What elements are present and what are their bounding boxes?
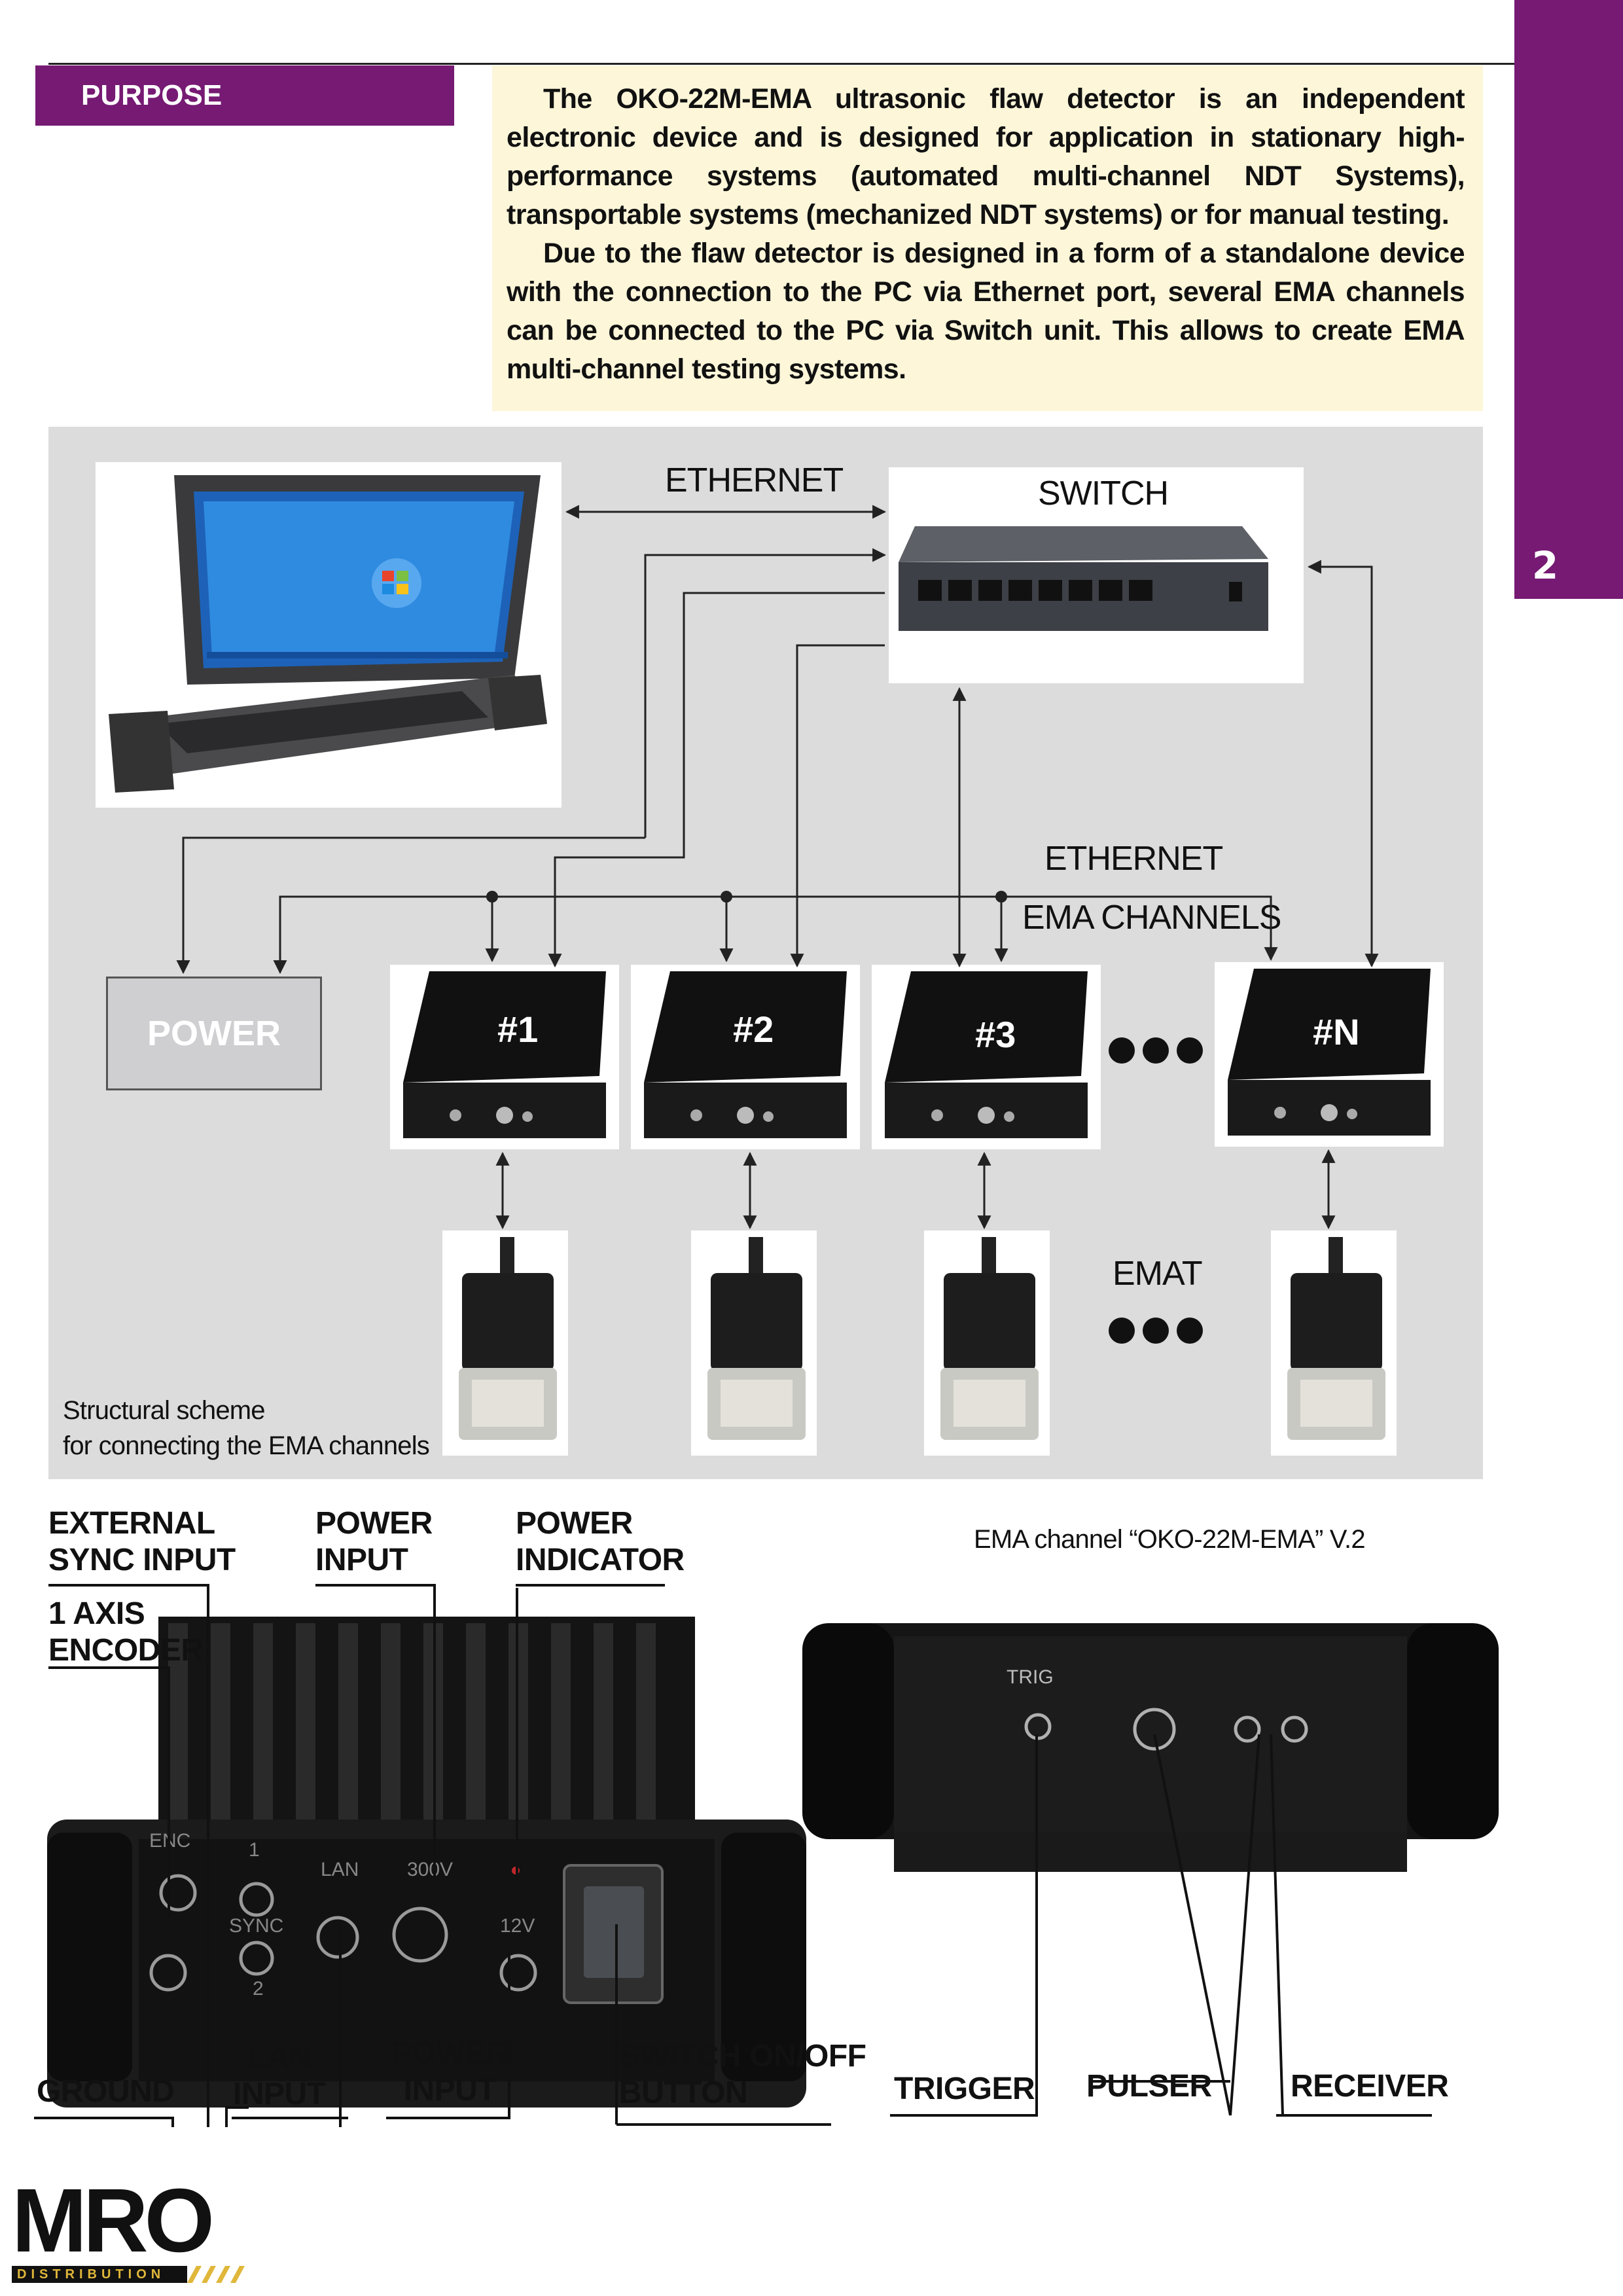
- front-panel-title: EMA channel “OKO-22M-EMA” V.2: [974, 1525, 1366, 1554]
- purpose-text: The OKO-22M-EMA ultrasonic flaw detector…: [492, 65, 1483, 411]
- channel-1-label: #1: [497, 1009, 539, 1050]
- emat-sensor-1: [442, 1230, 568, 1456]
- scheme-connections: [176, 505, 1379, 1230]
- callout-external-sync: EXTERNAL SYNC INPUT: [48, 1505, 236, 1579]
- callout-power-input-top-line-1: POWER: [315, 1506, 433, 1541]
- chapter-sidebar: [1514, 0, 1623, 599]
- callout-power-input-top: POWER INPUT: [315, 1505, 433, 1579]
- ellipsis-dots-channels: [1109, 1037, 1203, 1064]
- scheme-caption-line-1: Structural scheme: [63, 1396, 266, 1425]
- channel-3-label: #3: [975, 1014, 1016, 1055]
- front-callout-leaders: [890, 1734, 1432, 2117]
- top-rule: [48, 63, 1514, 65]
- callout-power-input-bottom-line-2: INPUT: [403, 2073, 497, 2108]
- purpose-paragraph-2: Due to the flaw detector is designed in …: [507, 238, 1465, 385]
- panel-one: 1: [249, 1839, 260, 1861]
- emat-sensor-2: [691, 1230, 817, 1456]
- switch-image: [889, 467, 1304, 683]
- emat-label: EMAT: [1113, 1255, 1203, 1293]
- callout-power-indicator: POWER INDICATOR: [516, 1505, 685, 1579]
- emat-sensor-n: [1271, 1230, 1397, 1456]
- mro-logo: MRO DISTRIBUTION: [12, 2170, 247, 2289]
- ema-channel-3: [872, 965, 1101, 1149]
- callout-external-sync-line-1: EXTERNAL: [48, 1506, 215, 1541]
- panel-lan: LAN: [321, 1859, 359, 1880]
- switch-label: SWITCH: [1038, 475, 1169, 512]
- channel-2-label: #2: [733, 1009, 774, 1050]
- purpose-heading: PURPOSE: [35, 65, 454, 126]
- front-panel-photo: [802, 1617, 1499, 1892]
- power-box: POWER: [106, 977, 322, 1090]
- channel-n-label: #N: [1313, 1011, 1360, 1052]
- callout-axis-encoder-line-1: 1 AXIS: [48, 1596, 145, 1631]
- callout-ground: GROUND: [37, 2074, 175, 2109]
- callout-switch-button-line-2: BUTTON: [619, 2075, 748, 2110]
- callout-lan-input-line-1: LAN: [247, 2040, 312, 2075]
- logo-text: MRO: [12, 2170, 215, 2271]
- callout-power-indicator-line-1: POWER: [516, 1506, 633, 1541]
- panel-sync: SYNC: [229, 1915, 284, 1937]
- ethernet-top-label: ETHERNET: [665, 461, 844, 499]
- callout-pulser: PULSER: [1086, 2069, 1212, 2104]
- scheme-caption: Structural scheme for connecting the EMA…: [63, 1393, 430, 1463]
- callout-power-indicator-line-2: INDICATOR: [516, 1543, 685, 1577]
- panel-two: 2: [253, 1978, 264, 2000]
- ema-channel-2: [631, 965, 860, 1149]
- callout-axis-encoder-line-2: ENCODER: [48, 1633, 204, 1668]
- purpose-paragraph-1: The OKO-22M-EMA ultrasonic flaw detector…: [507, 83, 1465, 230]
- callout-power-input-bottom: POWER INPUT: [391, 2036, 508, 2109]
- rear-callout-leaders: [34, 1584, 831, 2127]
- ellipsis-dots-emat: [1109, 1318, 1203, 1344]
- logo-subtitle: DISTRIBUTION: [12, 2266, 187, 2283]
- laptop-image: [96, 462, 562, 808]
- callout-receiver: RECEIVER: [1291, 2069, 1449, 2104]
- ema-channels-label: EMA CHANNELS: [1022, 899, 1281, 937]
- callout-axis-encoder: 1 AXIS ENCODER: [48, 1596, 204, 1669]
- callout-power-input-top-line-2: INPUT: [315, 1543, 408, 1577]
- page-number: 2: [1531, 543, 1559, 588]
- ema-channel-1: [390, 965, 619, 1149]
- callout-switch-button: SWITCH ON/OFF BUTTON: [619, 2038, 866, 2111]
- scheme-caption-line-2: for connecting the EMA channels: [63, 1431, 430, 1460]
- ema-channel-n: [1215, 962, 1444, 1147]
- ethernet-mid-label: ETHERNET: [1044, 840, 1223, 878]
- callout-trigger: TRIGGER: [894, 2072, 1035, 2106]
- callout-switch-button-line-1: SWITCH ON/OFF: [619, 2039, 866, 2073]
- panel-300v: 300V: [407, 1859, 454, 1880]
- callout-power-input-bottom-line-1: POWER: [391, 2036, 508, 2071]
- panel-12v: 12V: [500, 1915, 535, 1937]
- callout-lan-input-line-2: INPUT: [233, 2077, 326, 2111]
- callout-lan-input: LAN INPUT: [233, 2039, 326, 2113]
- front-trig-mark: TRIG: [1007, 1666, 1054, 1688]
- logo-stripes: [187, 2266, 245, 2283]
- callout-external-sync-line-2: SYNC INPUT: [48, 1543, 236, 1577]
- emat-sensor-3: [924, 1230, 1050, 1456]
